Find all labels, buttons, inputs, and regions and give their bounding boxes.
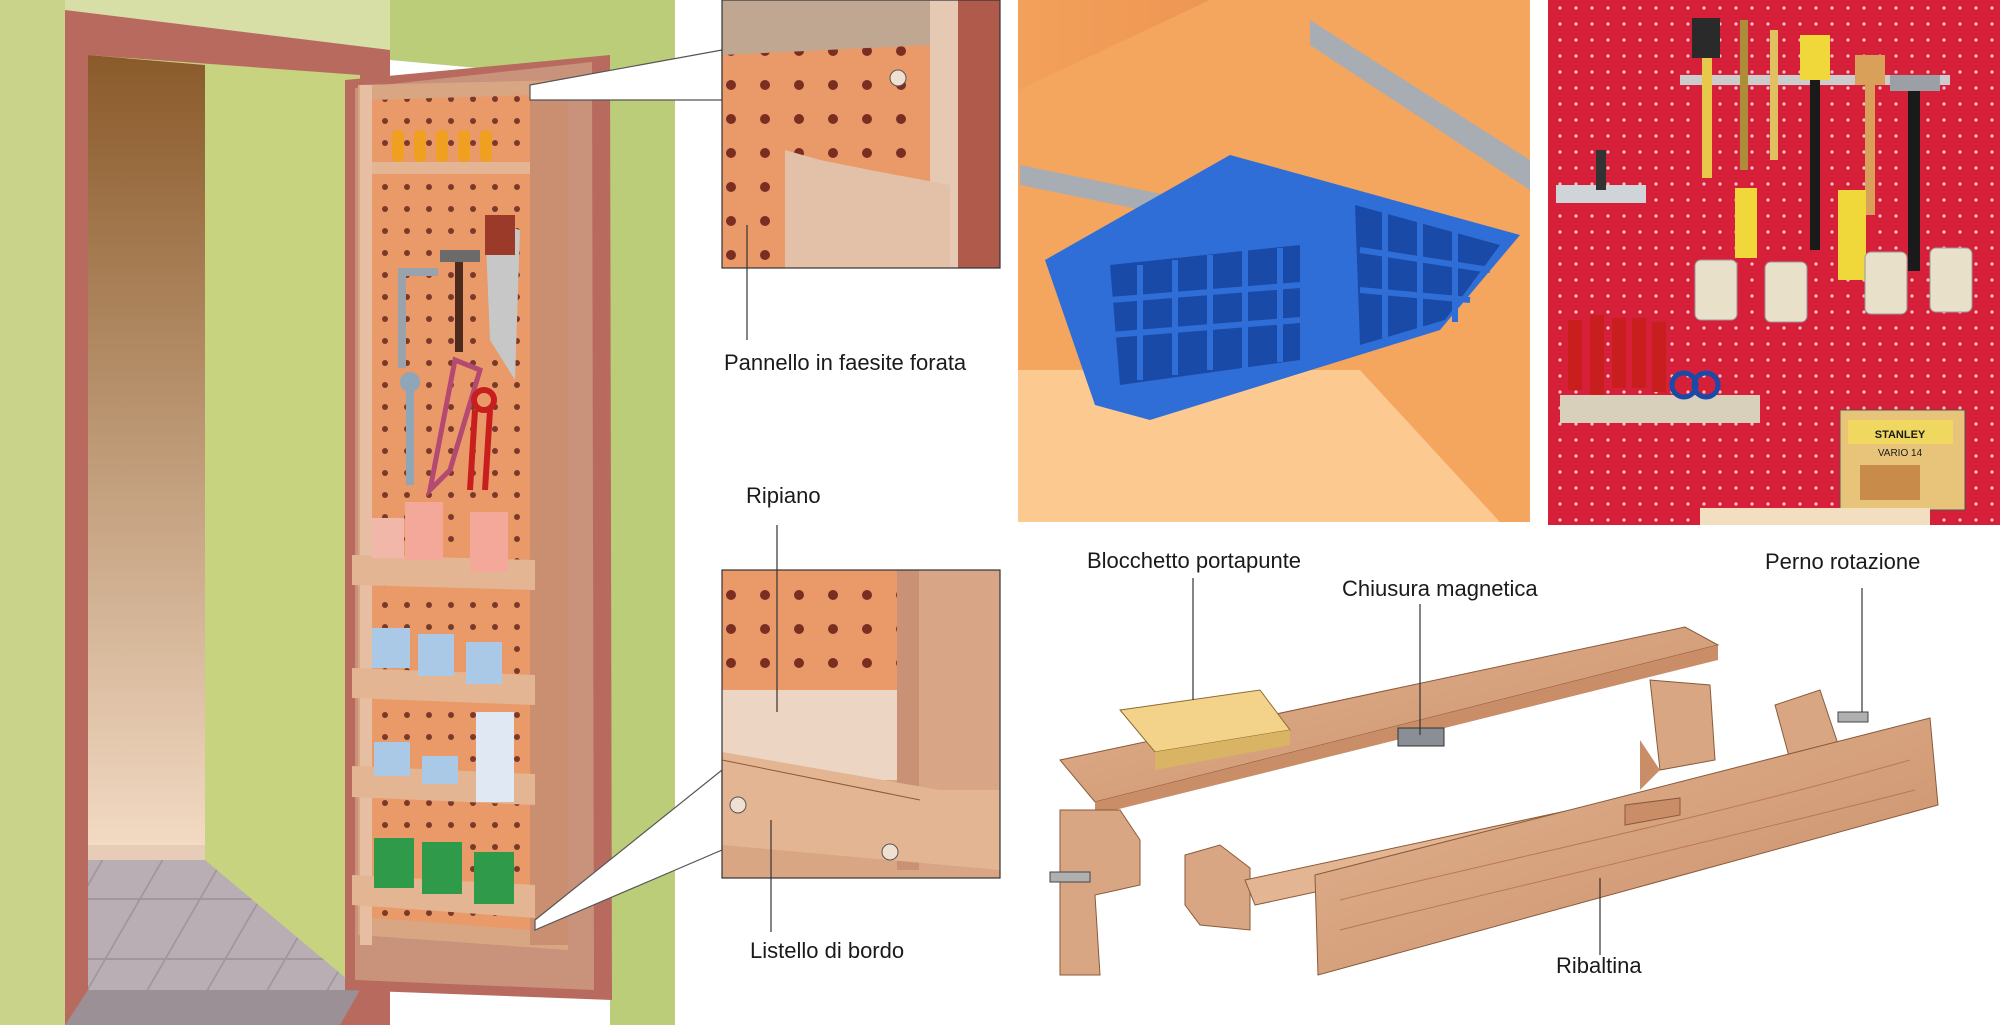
corridor: [88, 55, 205, 860]
shelf-1: [352, 502, 535, 590]
floor-tiles: [88, 860, 360, 990]
label-chiusura: Chiusura magnetica: [1342, 576, 1538, 601]
label-ribaltina: Ribaltina: [1556, 953, 1642, 978]
stanley-model: VARIO 14: [1878, 448, 1923, 459]
detail-shelf-edge: [721, 569, 1001, 879]
screwdrivers-top: [392, 130, 492, 162]
label-pannello: Pannello in faesite forata: [724, 350, 967, 375]
leader-lines-left: [746, 225, 778, 932]
pliers-tool: [467, 387, 497, 491]
hacksaw-tool: [426, 356, 484, 498]
red-pegboard-photo: STANLEY VARIO 14: [1548, 0, 2000, 525]
hammer-tool: [440, 250, 480, 352]
wall-right: [390, 0, 675, 1025]
shelf-3: [352, 712, 535, 805]
label-listello: Listello di bordo: [750, 938, 905, 963]
stanley-brand: STANLEY: [1875, 429, 1926, 441]
wall-left: [0, 0, 65, 1025]
leader-lines-right: [1192, 578, 1863, 955]
label-blocchetto: Blocchetto portapunte: [1087, 548, 1302, 573]
label-ripiano: Ripiano: [746, 483, 821, 508]
shelf-4: [352, 838, 535, 918]
saw-tool: [485, 215, 520, 380]
basket-illustration: [1018, 0, 1530, 522]
door-cabinet-scene: [0, 0, 680, 1025]
label-perno: Perno rotazione: [1765, 549, 1921, 574]
wrench-tool: [400, 372, 420, 485]
ribaltina-assembly: [1049, 626, 1939, 976]
square-tool: [398, 268, 438, 368]
shelf-2: [352, 628, 535, 705]
detail-pegboard-top: [721, 0, 1001, 269]
